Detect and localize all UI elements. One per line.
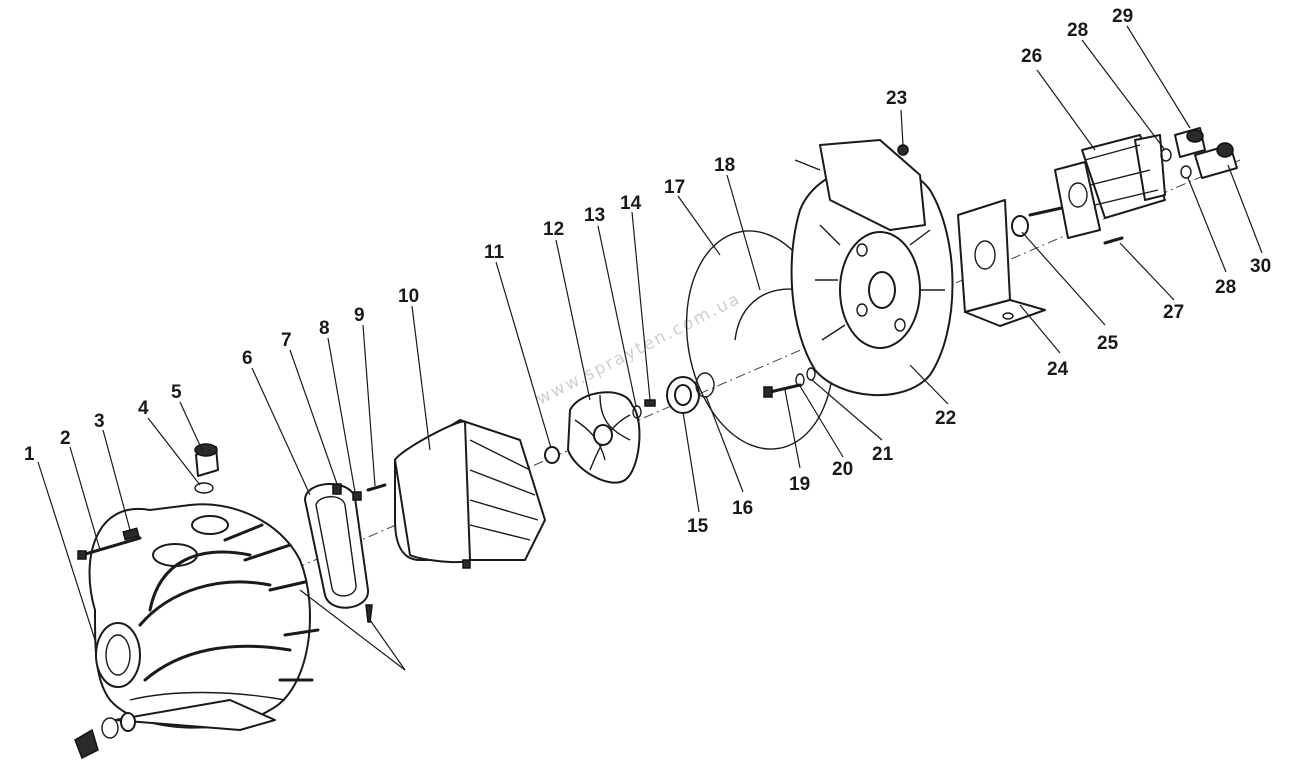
callout-11: 11 [484, 242, 505, 263]
callout-13: 13 [584, 205, 605, 226]
callout-28-lower: 28 [1215, 277, 1236, 298]
callout-1: 1 [24, 444, 35, 465]
volute-wear-plate [394, 419, 546, 569]
callout-26: 26 [1021, 46, 1042, 67]
port-o-ring-upper [1160, 148, 1172, 162]
pointer-screw [365, 604, 373, 623]
callout-9: 9 [354, 305, 365, 326]
arc-wire [734, 288, 801, 341]
motor-screw [1103, 236, 1124, 245]
callout-15: 15 [687, 516, 709, 537]
screw [366, 483, 387, 492]
impeller [567, 391, 641, 484]
mounting-bracket [957, 199, 1046, 327]
callout-12: 12 [543, 219, 564, 240]
callout-14: 14 [620, 193, 642, 214]
callout-24: 24 [1047, 359, 1069, 380]
flat-washer [806, 367, 816, 381]
hydraulic-motor [1028, 134, 1166, 239]
bracket-washer [1011, 215, 1029, 237]
pump-casing [88, 503, 320, 731]
hydraulic-fitting-upper [1174, 127, 1206, 158]
callout-6: 6 [242, 348, 253, 369]
callout-30: 30 [1250, 256, 1271, 277]
callout-28-upper: 28 [1067, 20, 1088, 41]
hydraulic-fitting-lower [1194, 142, 1238, 179]
callout-21: 21 [872, 444, 894, 465]
callout-25: 25 [1097, 333, 1119, 354]
hex-bolt [763, 383, 802, 398]
fill-plug [194, 443, 219, 477]
callout-10: 10 [398, 286, 419, 307]
drain-plug [74, 712, 136, 760]
key [644, 399, 656, 407]
casing-bolt [77, 536, 142, 560]
callout-labels: 1 2 3 4 5 6 7 8 9 10 11 12 13 14 17 18 1… [24, 6, 1271, 537]
callout-4: 4 [138, 398, 149, 419]
callout-2: 2 [60, 428, 71, 449]
callout-27: 27 [1163, 302, 1184, 323]
leader-lines [37, 25, 1263, 671]
callout-3: 3 [94, 411, 105, 432]
adapter-housing [790, 139, 954, 396]
callout-22: 22 [935, 408, 956, 429]
callout-23: 23 [886, 88, 907, 109]
callout-5: 5 [171, 382, 182, 403]
small-screw [352, 491, 362, 501]
callout-20: 20 [832, 459, 853, 480]
callout-17: 17 [664, 177, 685, 198]
callout-7: 7 [281, 330, 292, 351]
port-o-ring-lower [1180, 165, 1192, 179]
seal-o-ring [695, 372, 715, 398]
wear-plate-gasket [304, 483, 370, 609]
callout-19: 19 [789, 474, 810, 495]
callout-16: 16 [732, 498, 753, 519]
callout-8: 8 [319, 318, 330, 339]
gasket-pin [332, 483, 342, 495]
callout-18: 18 [714, 155, 735, 176]
impeller-nut [544, 446, 560, 464]
stud [122, 527, 140, 541]
housing-nut [897, 144, 909, 156]
fill-plug-o-ring [194, 482, 214, 494]
mechanical-seal [666, 376, 700, 414]
shim-ring [632, 405, 642, 419]
callout-29: 29 [1112, 6, 1133, 27]
